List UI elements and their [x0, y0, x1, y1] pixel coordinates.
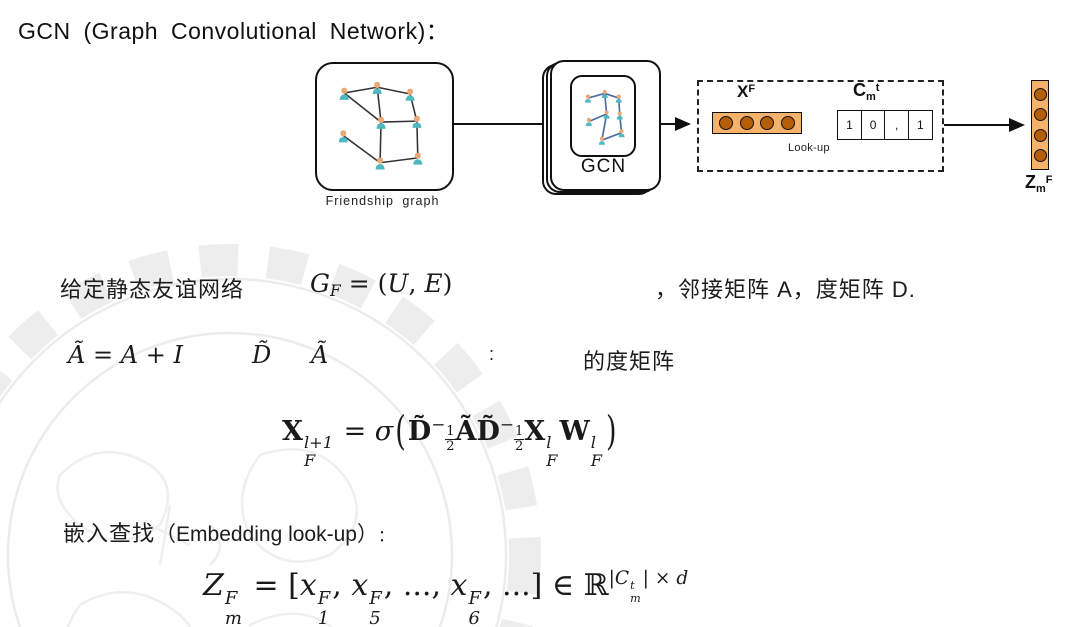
zmf-sup: F [1045, 174, 1053, 186]
gcn-mini-graph [584, 89, 625, 145]
person-icon [376, 116, 386, 129]
colon-separator: : [489, 344, 496, 364]
person-icon [339, 87, 349, 100]
embedding-dot [1033, 128, 1047, 142]
zmf-embedding-bar [1031, 80, 1049, 170]
person-icon [585, 117, 592, 127]
lookup-label: Look-up [788, 142, 830, 154]
embedding-dot [780, 116, 795, 130]
given-text-cn: 给定静态友谊网络 [60, 277, 245, 302]
friendship-graph-box [315, 62, 454, 191]
embedding-dot [1033, 108, 1047, 122]
embedding-dot [719, 116, 734, 130]
cmt-sup: t [875, 82, 880, 94]
cmt-label: Cmt [853, 80, 879, 103]
embedding-dot [1033, 88, 1047, 102]
cmt-cell: 0 [860, 110, 886, 140]
cmt-cell: 1 [907, 110, 933, 140]
embedding-lookup-heading: 嵌入查找 （Embedding look-up） ： [63, 516, 395, 548]
a-tilde-symbol: Ã [311, 341, 329, 369]
zmf-base: Z [1025, 172, 1036, 192]
gcn-label: GCN [580, 156, 627, 177]
embedding-dot [1033, 148, 1047, 162]
cmt-cells: 1 0 , 1 [837, 110, 933, 140]
zmf-sub: m [1036, 183, 1046, 195]
cmt-sub: m [866, 91, 876, 103]
person-icon [616, 111, 623, 120]
a-tilde-equation: Ã = A + I [68, 341, 183, 369]
gf-formula: GF = (U, E) [310, 269, 453, 300]
friendship-graph-label: Friendship graph [325, 194, 440, 208]
xf-label: XF [737, 82, 755, 102]
cmt-base: C [853, 80, 866, 100]
xf-embedding-bar [712, 112, 802, 134]
cmt-cell: 1 [837, 110, 862, 140]
embedding-dot [739, 116, 754, 130]
gcn-pipeline-diagram: Friendship graph [0, 55, 1080, 215]
xf-base: X [737, 82, 749, 101]
person-icon [615, 94, 622, 103]
watermark-seal [0, 244, 541, 627]
person-icon [598, 136, 605, 145]
zmf-label: ZmF [1025, 172, 1053, 195]
friendship-graph [338, 81, 423, 170]
given-text-rest: ，邻接矩阵 A，度矩阵 D. [655, 277, 916, 302]
d-tilde-symbol: D̃ [252, 341, 272, 369]
xf-sup: F [748, 83, 756, 95]
embedding-lookup-cn: 嵌入查找 [63, 521, 156, 546]
cmt-cell: , [884, 110, 910, 140]
embedding-lookup-en: （Embedding look-up） [155, 523, 378, 546]
person-icon [584, 94, 591, 103]
person-icon [375, 157, 385, 170]
page-title: GCN (Graph Convolutional Network)： [18, 18, 450, 44]
person-icon [405, 88, 415, 101]
degree-matrix-text: 的度矩阵 [583, 349, 676, 374]
embedding-dot [760, 116, 775, 130]
gcn-inner-box [570, 75, 636, 157]
embedding-lookup-colon: ： [377, 528, 395, 545]
person-icon [338, 130, 348, 143]
